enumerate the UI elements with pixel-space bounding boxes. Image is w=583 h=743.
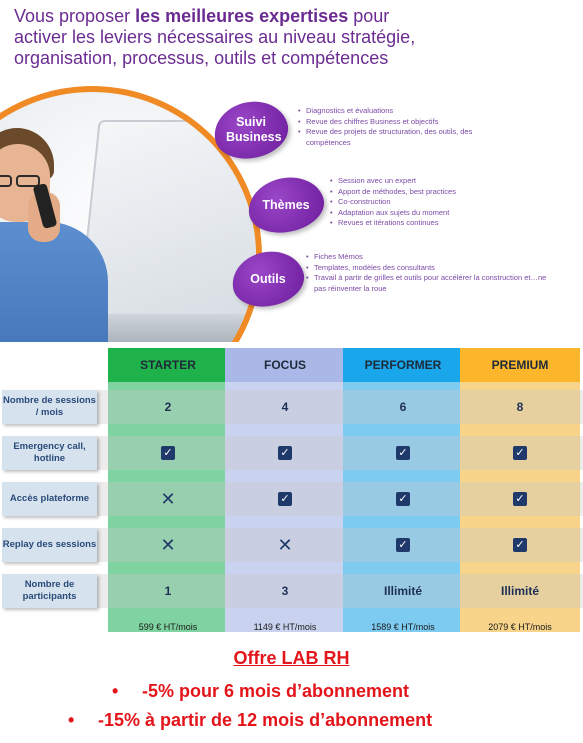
cell-participants-starter: 1 [164, 584, 172, 598]
bullet-item: Revues et itérations continues [330, 218, 583, 229]
price-starter: 599 € HT/mois [138, 622, 198, 632]
glasses-icon [0, 174, 48, 188]
cell-replay-performer: ✓ [346, 530, 460, 560]
price-premium: 2079 € HT/mois [488, 622, 552, 632]
bullet-item: Session avec un expert [330, 176, 583, 187]
cell-sessions-focus: 4 [281, 400, 289, 414]
bullets-suivi-business: Diagnostics et évaluations Revue des chi… [298, 106, 568, 148]
cell-platform-performer: ✓ [346, 484, 460, 514]
price-performer: 1589 € HT/mois [371, 622, 435, 632]
row-band [97, 436, 583, 470]
bullet-item: Fiches Mémos [306, 252, 556, 263]
row-label-sessions: Nombre de sessions / mois [2, 390, 97, 424]
headline-line3: organisation, processus, outils et compé… [14, 48, 389, 68]
cell-sessions-performer: 6 [399, 400, 407, 414]
cell-replay-focus: ✕ [228, 530, 342, 560]
cell-sessions-premium: 8 [516, 400, 524, 414]
row-band [97, 528, 583, 562]
plan-name: PREMIUM [491, 358, 549, 372]
bullet-item: Diagnostics et évaluations [298, 106, 568, 117]
checkbox-checked-icon: ✓ [396, 538, 410, 552]
badge-outils: Outils [227, 245, 309, 313]
checkbox-checked-icon: ✓ [513, 492, 527, 506]
cell-platform-premium: ✓ [463, 484, 577, 514]
checkbox-checked-icon: ✓ [396, 492, 410, 506]
plan-name: FOCUS [264, 358, 306, 372]
offer-line-text: -15% à partir de 12 mois d’abonnement [98, 710, 433, 730]
cell-emergency-performer: ✓ [346, 438, 460, 468]
headline-line1-post: pour [348, 6, 390, 26]
plan-name: STARTER [140, 358, 196, 372]
pricing-table: STARTER FOCUS PERFORMER PREMIUM Nombre d… [0, 340, 583, 640]
price-focus: 1149 € HT/mois [253, 622, 317, 632]
bullet-icon: • [68, 710, 75, 730]
badge-suivi-business: Suivi Business [208, 94, 294, 166]
bullet-item: Adaptation aux sujets du moment [330, 208, 583, 219]
headline-line1-pre: Vous proposer [14, 6, 136, 26]
plan-column-premium: PREMIUM [460, 348, 580, 632]
cell-emergency-focus: ✓ [228, 438, 342, 468]
photo-scene [0, 92, 256, 342]
bullet-item: Revue des projets de structuration, des … [298, 127, 506, 148]
row-band [97, 482, 583, 516]
cell-platform-focus: ✓ [228, 484, 342, 514]
checkbox-checked-icon: ✓ [278, 492, 292, 506]
badge-label: Outils [250, 271, 286, 286]
cell-participants-premium: Illimité [500, 584, 539, 598]
row-band [97, 574, 583, 608]
plan-column-performer: PERFORMER [343, 348, 463, 632]
plan-column-focus: FOCUS [225, 348, 345, 632]
cell-replay-premium: ✓ [463, 530, 577, 560]
row-label-emergency: Emergency call, hotline [2, 436, 97, 470]
cell-platform-starter: ✕ [111, 484, 225, 514]
checkbox-checked-icon: ✓ [513, 446, 527, 460]
checkbox-checked-icon: ✓ [278, 446, 292, 460]
checkbox-checked-icon: ✓ [396, 446, 410, 460]
row-label-platform: Accès plateforme [2, 482, 97, 516]
plan-column-starter: STARTER [108, 348, 228, 632]
offer-title: Offre LAB RH [233, 648, 350, 668]
row-label-replay: Replay des sessions [2, 528, 97, 562]
cross-icon: ✕ [277, 534, 293, 555]
bullets-outils: Fiches Mémos Templates, modèles des cons… [306, 252, 556, 294]
checkbox-checked-icon: ✓ [161, 446, 175, 460]
cell-participants-performer: Illimité [383, 584, 422, 598]
row-band [97, 390, 583, 424]
badge-label: Suivi Business [226, 115, 282, 144]
headline-line1-bold: les meilleures expertises [135, 6, 349, 26]
row-label-participants: Nombre de participants [2, 574, 97, 608]
bullets-themes: Session avec un expert Apport de méthode… [330, 176, 583, 229]
badge-label: Thèmes [262, 197, 310, 212]
cell-emergency-starter: ✓ [111, 438, 225, 468]
bullet-item: Templates, modèles des consultants [306, 263, 556, 274]
bullet-item: Co-construction [330, 197, 583, 208]
cell-replay-starter: ✕ [111, 530, 225, 560]
person-shirt [0, 222, 108, 342]
cross-icon: ✕ [160, 534, 176, 555]
bullet-item: Revue des chiffres Business et objectifs [298, 117, 568, 128]
bullet-icon: • [112, 681, 119, 701]
cross-icon: ✕ [160, 488, 176, 509]
headline-line2: activer les leviers nécessaires au nivea… [14, 27, 416, 47]
bullet-item: Travail à partir de grilles et outils po… [306, 273, 556, 294]
cell-sessions-starter: 2 [164, 400, 172, 414]
cell-emergency-premium: ✓ [463, 438, 577, 468]
cell-participants-focus: 3 [281, 584, 289, 598]
checkbox-checked-icon: ✓ [513, 538, 527, 552]
plan-name: PERFORMER [364, 358, 442, 372]
badge-themes: Thèmes [243, 170, 329, 240]
headline: Vous proposer les meilleures expertises … [14, 6, 574, 69]
offer-line-text: -5% pour 6 mois d’abonnement [142, 681, 410, 701]
bullet-item: Apport de méthodes, best practices [330, 187, 583, 198]
